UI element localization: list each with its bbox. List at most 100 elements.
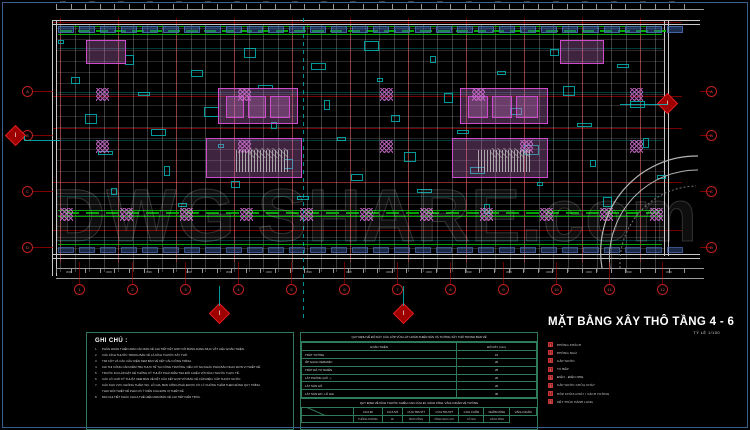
cad-entity <box>163 247 179 253</box>
cad-entity <box>275 4 276 9</box>
cad-entity <box>58 26 74 33</box>
drawing-title: MẶT BẰNG XÂY THÔ TẦNG 4 - 6 <box>548 316 735 328</box>
cad-entity <box>33 91 53 92</box>
cad-entity <box>245 4 247 9</box>
cad-entity <box>266 212 279 214</box>
dimension-text: 1500 <box>437 1 443 4</box>
cad-entity <box>582 24 583 272</box>
cad-entity <box>397 262 398 284</box>
cad-entity <box>373 247 389 253</box>
grid-bubble-left[interactable]: C <box>22 186 33 197</box>
grid-bubble-bottom[interactable]: 8 <box>445 284 456 295</box>
grid-bubble-bottom[interactable]: 1 <box>74 284 85 295</box>
door-col-header: CỬA CUỐN <box>458 407 485 417</box>
cad-entity <box>58 247 74 253</box>
dimension-text: 1500 <box>408 1 414 4</box>
cad-entity <box>566 212 579 214</box>
cad-entity <box>276 30 288 32</box>
grid-bubble-bottom[interactable]: 2 <box>127 284 138 295</box>
cad-entity <box>96 30 108 32</box>
cad-entity <box>600 30 612 32</box>
cad-entity <box>178 203 187 207</box>
cad-entity <box>166 212 179 214</box>
dimension-text: 1500 <box>147 1 153 4</box>
grid-bubble-bottom[interactable]: 9 <box>498 284 509 295</box>
dimension-text: 1500 <box>205 1 211 4</box>
dimension-text: 1500 <box>292 1 298 4</box>
dimension-text: 3600 <box>546 271 552 274</box>
grid-bubble-bottom[interactable]: 5 <box>286 284 297 295</box>
cad-entity <box>391 4 393 9</box>
title-block: MẶT BẰNG XÂY THÔ TẦNG 4 - 6 TỶ LỆ 1/100 … <box>548 316 744 428</box>
cad-entity <box>540 208 553 221</box>
cad-entity <box>52 258 700 259</box>
grid-bubble-bottom[interactable]: 10 <box>551 284 562 295</box>
dimension-text: 3600 <box>346 271 352 274</box>
note-item: 6.CÁC LỖ CHỜ KỸ THUẬT XEM BẢN VẼ KẾT CẤU… <box>95 377 242 382</box>
cad-entity <box>582 30 594 32</box>
cad-entity <box>526 212 539 214</box>
cad-entity <box>636 30 648 32</box>
spec-item: ỐP GẠCH CERAMIC <box>300 358 458 367</box>
cad-entity <box>408 24 409 272</box>
grid-bubble-bottom[interactable]: 3 <box>180 284 191 295</box>
cad-entity <box>520 26 536 33</box>
section-marker[interactable]: I <box>392 302 415 325</box>
grid-bubble-bottom[interactable]: 11 <box>604 284 615 295</box>
cad-entity <box>52 96 682 97</box>
note-item: 1.PHẦN HOÀN THIỆN XEM CÁC BẢN VẼ CHI TIẾ… <box>95 347 245 352</box>
section-marker[interactable]: I <box>4 124 27 147</box>
cad-entity <box>668 20 669 256</box>
spec-item: LÁT SÀN WC, LÔ GIA <box>300 389 458 398</box>
grid-bubble-bottom[interactable]: 7 <box>392 284 403 295</box>
cad-entity <box>118 18 119 262</box>
spec-item: LÁT PHÒNG (GỖ...) <box>300 373 458 383</box>
cad-entity <box>508 4 510 9</box>
cad-entity <box>630 140 643 153</box>
cad-entity <box>114 4 116 9</box>
legend-marker: 3 <box>548 358 553 364</box>
cad-entity <box>226 96 244 118</box>
dimension-text: 1500 <box>640 1 646 4</box>
notes-panel: GHI CHÚ : 1.PHẦN HOÀN THIỆN XEM CÁC BẢN … <box>86 332 294 430</box>
spec-table-panel: QUY ĐỊNH VỀ ĐỘ DÀY CÁC LỚP VỮA LÁT HOÀN … <box>300 332 538 430</box>
cad-entity <box>106 212 119 214</box>
cad-entity <box>567 268 568 273</box>
cad-entity <box>118 24 119 272</box>
grid-bubble-left[interactable]: A <box>22 86 33 97</box>
cad-entity <box>478 26 494 33</box>
cad-entity <box>216 4 218 9</box>
cad-entity <box>260 4 262 9</box>
cad-entity <box>184 247 200 253</box>
cad-entity <box>142 26 158 33</box>
section-marker[interactable]: I <box>208 302 231 325</box>
cad-entity <box>191 24 192 272</box>
cad-entity <box>164 166 170 176</box>
cad-entity <box>667 247 683 253</box>
cad-entity <box>78 30 90 32</box>
grid-bubble-bottom[interactable]: 12 <box>657 284 668 295</box>
grid-bubble-bottom[interactable]: 4 <box>233 284 244 295</box>
cad-entity <box>348 4 349 9</box>
grid-bubble-left[interactable]: D <box>22 242 33 253</box>
cad-entity <box>379 24 380 272</box>
dimension-text: 1500 <box>321 1 327 4</box>
cad-entity <box>564 30 576 32</box>
cad-entity <box>655 24 656 272</box>
cad-entity <box>79 247 95 253</box>
cad-entity <box>380 140 393 153</box>
cad-entity <box>268 247 284 253</box>
grid-bubble-bottom[interactable]: 6 <box>339 284 350 295</box>
